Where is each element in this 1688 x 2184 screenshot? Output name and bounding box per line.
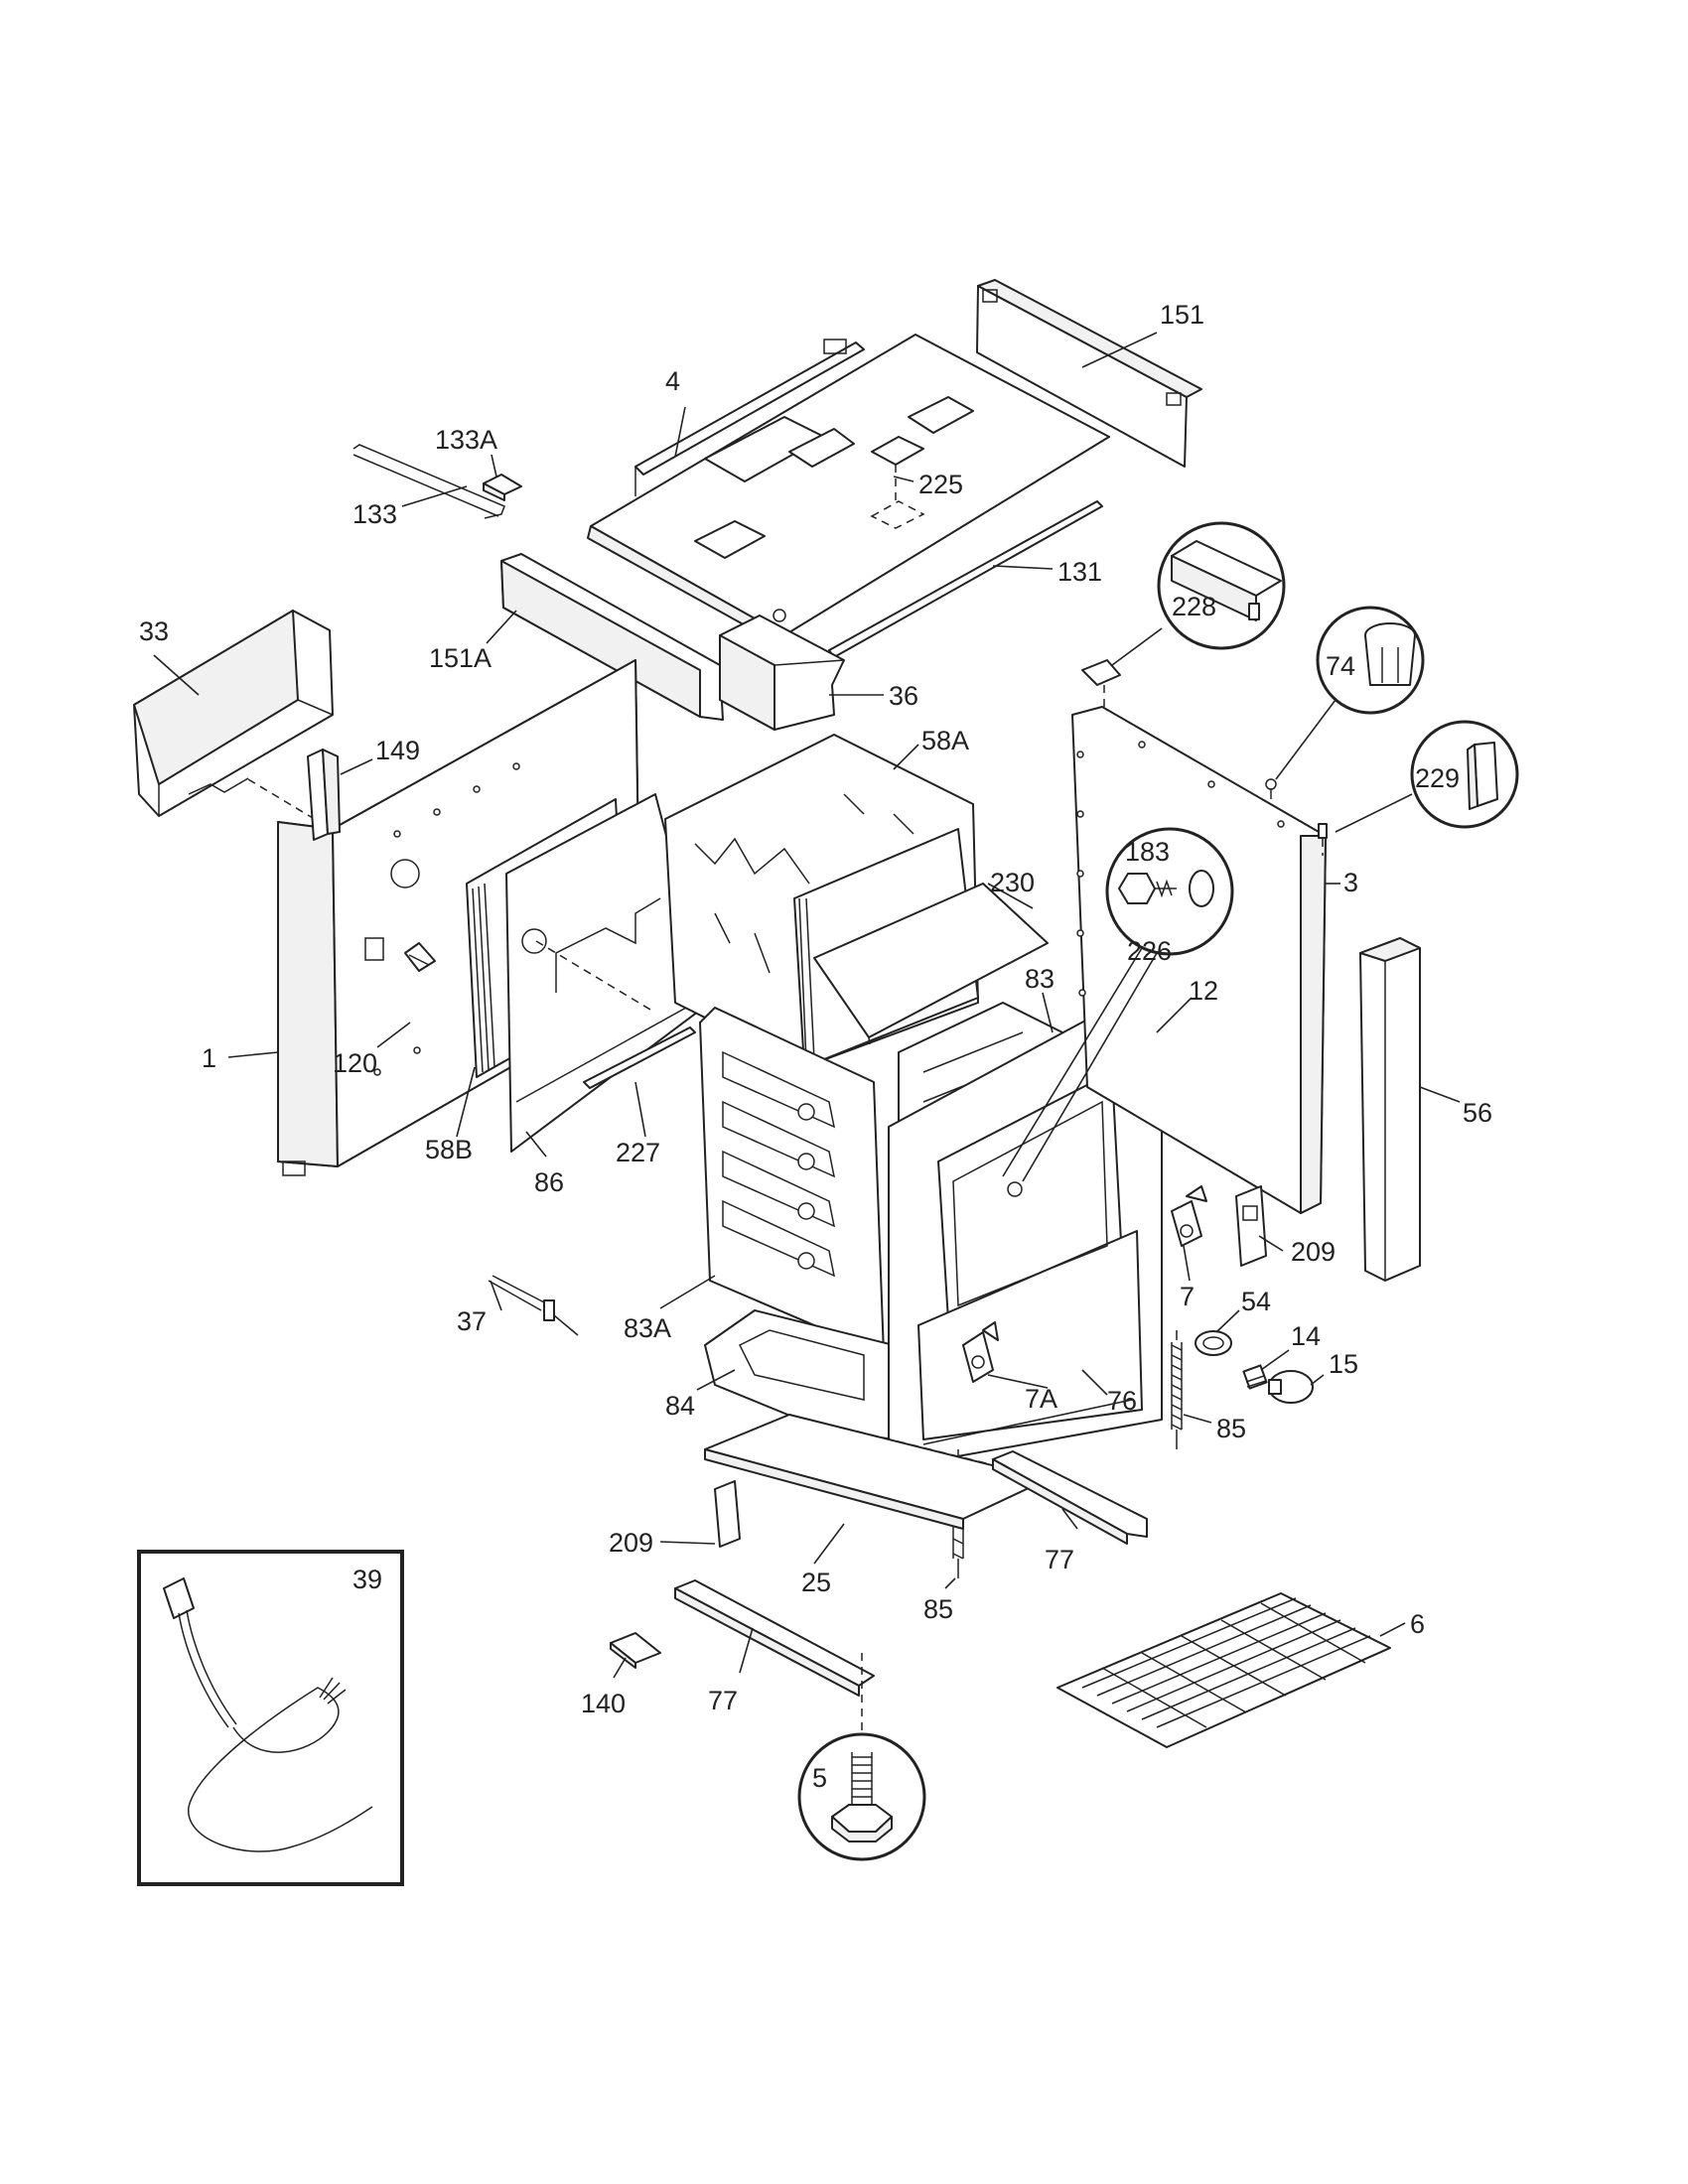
label-1: 1 <box>202 1043 216 1073</box>
part-133-rod <box>352 444 505 519</box>
label-227: 227 <box>616 1138 660 1167</box>
part-133A-bracket <box>483 474 522 501</box>
label-3: 3 <box>1343 868 1358 897</box>
callout-228-leader <box>1111 627 1163 666</box>
label-228: 228 <box>1172 592 1216 621</box>
label-183: 183 <box>1125 837 1170 867</box>
label-74: 74 <box>1326 651 1355 681</box>
callout-229-block <box>1410 720 1519 829</box>
label-39: 39 <box>352 1565 382 1594</box>
part-229-block-small <box>1318 823 1328 839</box>
callout-183-leader-to-frame <box>1002 947 1143 1177</box>
label-226: 226 <box>1127 936 1172 966</box>
label-33: 33 <box>139 616 169 646</box>
label-84: 84 <box>665 1391 695 1421</box>
part-7A-hinge-left <box>962 1321 999 1383</box>
label-77-front: 77 <box>1045 1545 1074 1574</box>
part-149-corner-bracket <box>307 749 341 841</box>
label-54: 54 <box>1241 1287 1271 1316</box>
label-83: 83 <box>1025 964 1055 994</box>
label-230: 230 <box>990 868 1035 897</box>
label-131: 131 <box>1057 557 1102 587</box>
label-56: 56 <box>1463 1098 1492 1128</box>
label-77-rear: 77 <box>708 1686 738 1715</box>
label-36: 36 <box>889 681 918 711</box>
label-85-left: 85 <box>923 1594 953 1624</box>
part-4-top-panel <box>587 334 1110 648</box>
part-54-lamp-ring <box>1195 1330 1232 1356</box>
label-151: 151 <box>1160 300 1204 330</box>
part-230-tray <box>813 883 1049 1045</box>
label-209-right: 209 <box>1291 1237 1336 1267</box>
part-56-trim-strip <box>1359 937 1421 1282</box>
label-25: 25 <box>801 1568 831 1597</box>
label-12: 12 <box>1189 976 1218 1006</box>
label-140: 140 <box>581 1689 626 1718</box>
callout-5-leveling-leg <box>797 1732 926 1861</box>
label-133A: 133A <box>435 425 497 455</box>
callout-228-clip <box>1157 521 1286 650</box>
label-7: 7 <box>1180 1282 1195 1311</box>
label-58A: 58A <box>921 726 969 755</box>
part-14-lamp-socket <box>1242 1364 1268 1390</box>
callout-74-leader <box>1275 699 1336 780</box>
part-37-temperature-sensor <box>488 1275 579 1336</box>
part-33-side-box <box>133 610 334 817</box>
label-4: 4 <box>665 366 680 396</box>
label-133: 133 <box>352 499 397 529</box>
callout-229-leader <box>1335 793 1413 833</box>
part-number-labels: 151 4 133A 225 133 131 228 33 151A 36 74… <box>139 300 1492 1793</box>
label-58B: 58B <box>425 1135 473 1164</box>
label-209-left: 209 <box>609 1528 653 1558</box>
part-74-fastener-small <box>1265 778 1277 799</box>
label-6: 6 <box>1410 1609 1425 1639</box>
label-229: 229 <box>1415 763 1460 793</box>
callout-226-leader-to-frame <box>1022 952 1158 1182</box>
label-76: 76 <box>1107 1386 1137 1416</box>
callout-74-fastener <box>1316 606 1425 715</box>
part-120-bracket <box>404 942 436 972</box>
part-85-spring-right <box>1171 1330 1183 1449</box>
label-120: 120 <box>333 1048 377 1078</box>
part-7-hinge-right <box>1171 1185 1207 1247</box>
label-225: 225 <box>918 470 963 499</box>
part-77-rail-front <box>992 1450 1148 1545</box>
alignment-line-33 <box>247 778 324 825</box>
part-12-front-frame <box>888 992 1163 1465</box>
part-83A-rack-supports-left <box>699 1007 885 1356</box>
part-3-right-side-panel <box>1071 706 1327 1214</box>
part-15-lamp-bulb <box>1268 1370 1314 1404</box>
label-149: 149 <box>375 736 420 765</box>
label-37: 37 <box>457 1306 487 1336</box>
leader-lines <box>153 332 1461 1679</box>
label-86: 86 <box>534 1167 564 1197</box>
part-77-rail-rear <box>674 1579 875 1697</box>
part-227-rail <box>583 1026 696 1089</box>
part-209-bracket-left <box>714 1480 741 1548</box>
callout-183-226-bolt-washer <box>1105 827 1234 956</box>
part-151-rear-trim <box>976 279 1202 468</box>
part-151A-front-trim <box>500 553 724 721</box>
label-15: 15 <box>1329 1349 1358 1379</box>
label-7A: 7A <box>1025 1384 1057 1414</box>
label-85-right: 85 <box>1216 1414 1246 1443</box>
part-6-oven-rack <box>1056 1592 1391 1748</box>
part-228-clip-small <box>1081 659 1121 686</box>
inset-39-power-cord <box>137 1550 404 1886</box>
label-5: 5 <box>812 1763 827 1793</box>
part-36-vent-duct <box>719 614 845 731</box>
part-76-lower-frame-bar <box>922 1399 1133 1445</box>
label-151A: 151A <box>429 643 492 673</box>
label-14: 14 <box>1291 1321 1321 1351</box>
part-209-bracket-right <box>1235 1185 1267 1267</box>
part-140-clip <box>610 1632 661 1669</box>
label-83A: 83A <box>624 1313 671 1343</box>
